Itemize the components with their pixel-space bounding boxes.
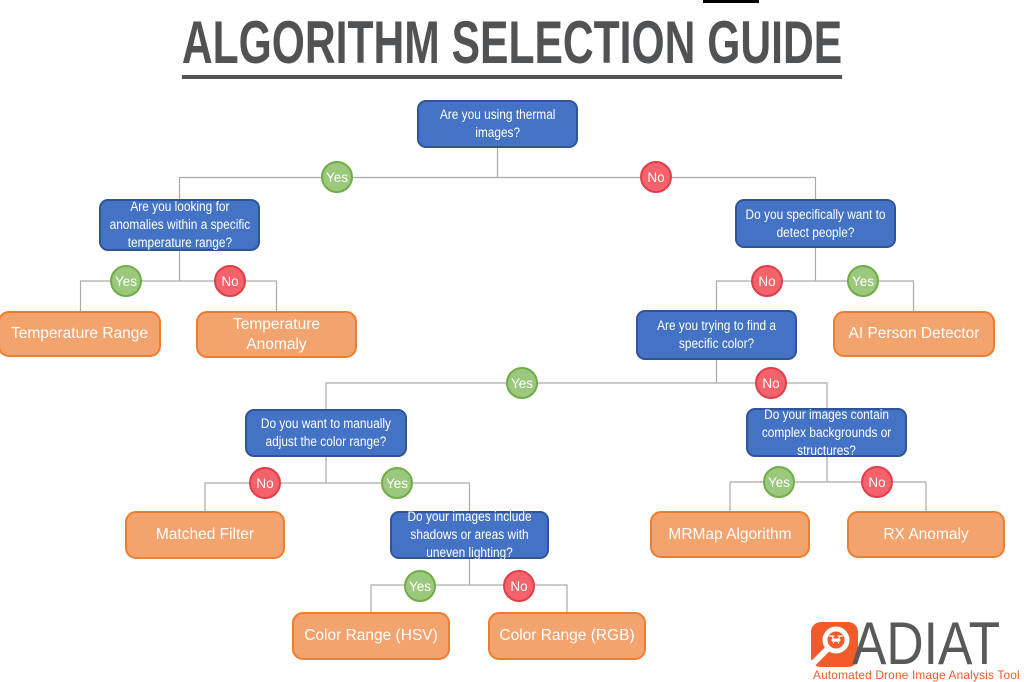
drone-icon bbox=[829, 635, 843, 644]
no-badge: No bbox=[751, 265, 783, 297]
question-detect-people: Do you specifically want to detect peopl… bbox=[735, 199, 896, 248]
no-badge: No bbox=[755, 367, 787, 399]
question-adjust-color-range: Do you want to manually adjust the color… bbox=[245, 409, 407, 457]
top-edge-artifact bbox=[703, 0, 759, 3]
no-badge: No bbox=[503, 570, 535, 602]
yes-badge: Yes bbox=[404, 570, 436, 602]
yes-badge: Yes bbox=[847, 265, 879, 297]
question-temperature-range: Are you looking for anomalies within a s… bbox=[99, 199, 260, 251]
yes-badge: Yes bbox=[110, 265, 142, 297]
yes-badge: Yes bbox=[506, 367, 538, 399]
no-badge: No bbox=[249, 467, 281, 499]
result-color-range-rgb: Color Range (RGB) bbox=[488, 612, 646, 660]
question-specific-color: Are you trying to find a specific color? bbox=[636, 310, 797, 360]
logo-name: ADIAT bbox=[852, 610, 1001, 677]
logo-tagline: Automated Drone Image Analysis Tool bbox=[813, 668, 1020, 682]
question-thermal-images: Are you using thermal images? bbox=[417, 100, 578, 148]
yes-badge: Yes bbox=[321, 161, 353, 193]
result-color-range-hsv: Color Range (HSV) bbox=[292, 612, 450, 660]
yes-badge: Yes bbox=[763, 466, 795, 498]
no-badge: No bbox=[640, 161, 672, 193]
result-mrmap-algorithm: MRMap Algorithm bbox=[650, 511, 810, 558]
no-badge: No bbox=[214, 265, 246, 297]
adiat-logo: ADIAT Automated Drone Image Analysis Too… bbox=[806, 604, 1022, 682]
result-temperature-range: Temperature Range bbox=[0, 311, 161, 357]
question-shadows-lighting: Do your images include shadows or areas … bbox=[390, 509, 549, 560]
result-rx-anomaly: RX Anomaly bbox=[847, 511, 1005, 558]
adiat-logomark bbox=[810, 622, 858, 667]
result-temperature-anomaly: Temperature Anomaly bbox=[196, 311, 357, 358]
no-badge: No bbox=[861, 466, 893, 498]
page-title-wrap: ALGORITHM SELECTION GUIDE bbox=[0, 12, 1024, 80]
page-title: ALGORITHM SELECTION GUIDE bbox=[181, 12, 843, 80]
result-matched-filter: Matched Filter bbox=[125, 511, 285, 559]
yes-badge: Yes bbox=[381, 467, 413, 499]
result-ai-person-detector: AI Person Detector bbox=[833, 311, 995, 357]
magnifier-icon bbox=[810, 626, 850, 666]
question-complex-backgrounds: Do your images contain complex backgroun… bbox=[746, 407, 907, 458]
